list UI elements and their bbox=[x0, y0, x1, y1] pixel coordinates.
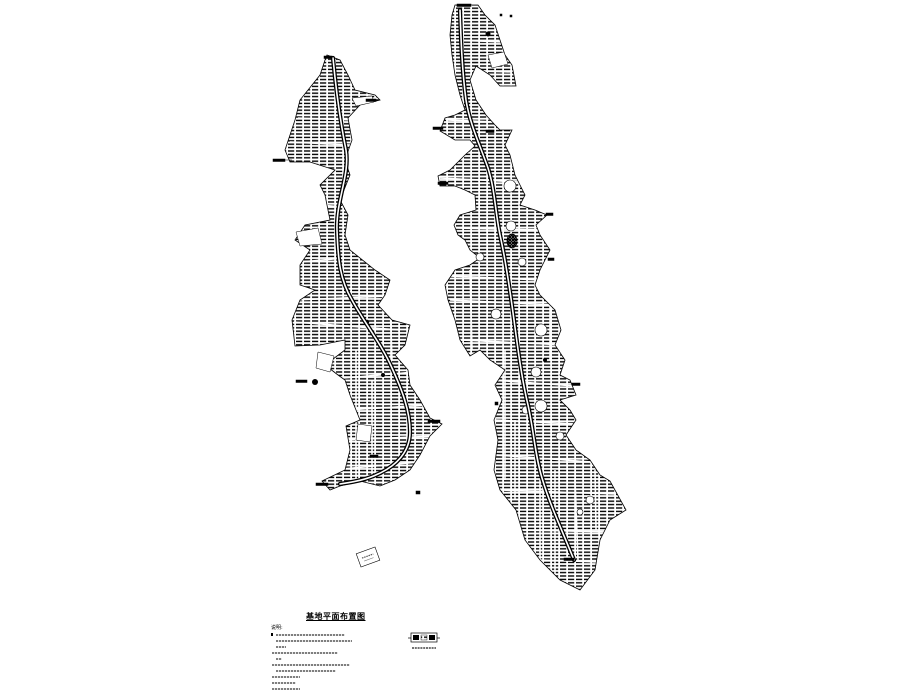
parcel-left-subdivisions bbox=[289, 117, 436, 480]
pond-circle bbox=[534, 399, 548, 413]
notes-lines bbox=[271, 633, 352, 690]
annotation-tag bbox=[432, 126, 444, 130]
notes-heading: 说明: bbox=[271, 625, 283, 631]
pond-circle bbox=[534, 323, 548, 337]
parcel-right-void bbox=[487, 51, 509, 69]
legend-swatch bbox=[420, 634, 428, 641]
parcel-left-void bbox=[295, 227, 323, 247]
annotation-tag bbox=[545, 212, 554, 216]
legend bbox=[408, 632, 440, 649]
parcel-right-marker bbox=[485, 31, 491, 37]
annotation-tag bbox=[323, 55, 333, 59]
annotation-tag bbox=[365, 98, 377, 102]
dark-reservoir bbox=[506, 233, 518, 249]
road-left bbox=[330, 55, 413, 487]
road-right bbox=[457, 7, 577, 563]
parcel-left-marker bbox=[381, 373, 385, 377]
annotation-tags bbox=[272, 3, 581, 561]
notes-bullet bbox=[271, 633, 273, 636]
annotation-tag bbox=[571, 382, 581, 386]
annotation-tag bbox=[547, 257, 555, 261]
stamp-box bbox=[355, 546, 381, 568]
legend-swatch bbox=[429, 635, 435, 640]
parcel-left-marker bbox=[312, 379, 318, 385]
pond-circle bbox=[503, 179, 517, 193]
parcel-left-void bbox=[351, 95, 375, 107]
parcel-right-marker bbox=[543, 358, 547, 362]
annotation-tag bbox=[437, 181, 449, 185]
annotation-tag bbox=[427, 419, 441, 423]
annotation-tag bbox=[456, 3, 472, 7]
parcel-left-void bbox=[315, 351, 335, 373]
annotation-dot bbox=[509, 14, 513, 18]
pond-circle bbox=[530, 366, 542, 378]
pond-circle bbox=[585, 495, 595, 505]
annotation-tag bbox=[295, 379, 308, 383]
pond-circle bbox=[555, 431, 565, 441]
pond-circle bbox=[475, 252, 485, 262]
pond-circle bbox=[517, 257, 527, 267]
legend-swatch bbox=[413, 635, 419, 640]
annotation-tag bbox=[315, 482, 329, 486]
annotation-tag bbox=[272, 158, 286, 162]
stray-mark bbox=[415, 490, 421, 495]
pond-circle bbox=[490, 308, 502, 320]
parcel-left-void bbox=[355, 423, 373, 443]
pond-circle bbox=[505, 220, 517, 232]
pond-circle bbox=[576, 508, 584, 516]
annotation-tag bbox=[563, 557, 575, 561]
annotation-tag bbox=[369, 454, 379, 458]
stray-mark bbox=[494, 401, 499, 406]
annotation-tag bbox=[485, 129, 495, 133]
drawing-title: 基地平面布置图 bbox=[306, 612, 366, 621]
annotation-dot bbox=[499, 13, 503, 17]
parcel-left bbox=[284, 54, 443, 491]
